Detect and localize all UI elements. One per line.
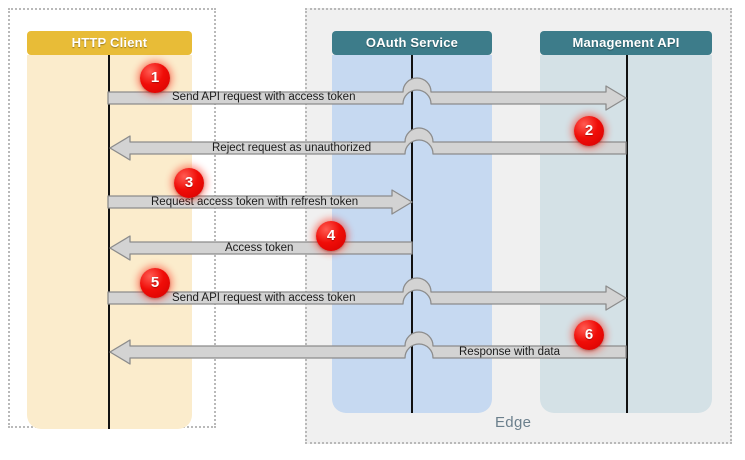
message-label-5: Send API request with access token: [172, 292, 356, 304]
message-label-4: Access token: [225, 242, 294, 254]
step-badge-6: 6: [574, 320, 604, 350]
lifeline-oauth-service: [411, 55, 413, 413]
step-badge-2: 2: [574, 116, 604, 146]
step-badge-5: 5: [140, 268, 170, 298]
step-badge-3: 3: [174, 168, 204, 198]
lifeline-management-api: [626, 55, 628, 413]
lifeline-http-client: [108, 55, 110, 429]
edge-group-label: Edge: [495, 414, 532, 431]
actor-http-client-label: HTTP Client: [27, 31, 192, 55]
message-label-2: Reject request as unauthorized: [212, 142, 372, 154]
message-label-6: Response with data: [459, 346, 561, 358]
message-arrow-6[interactable]: [109, 331, 628, 365]
actor-oauth-service-label: OAuth Service: [332, 31, 492, 55]
step-badge-4: 4: [316, 221, 346, 251]
message-label-3: Request access token with refresh token: [151, 196, 359, 208]
step-badge-1: 1: [140, 63, 170, 93]
message-arrow-2[interactable]: [109, 127, 628, 161]
message-label-1: Send API request with access token: [172, 91, 356, 103]
message-arrow-1[interactable]: [107, 77, 628, 111]
actor-management-api-label: Management API: [540, 31, 712, 55]
message-arrow-5[interactable]: [107, 277, 628, 311]
